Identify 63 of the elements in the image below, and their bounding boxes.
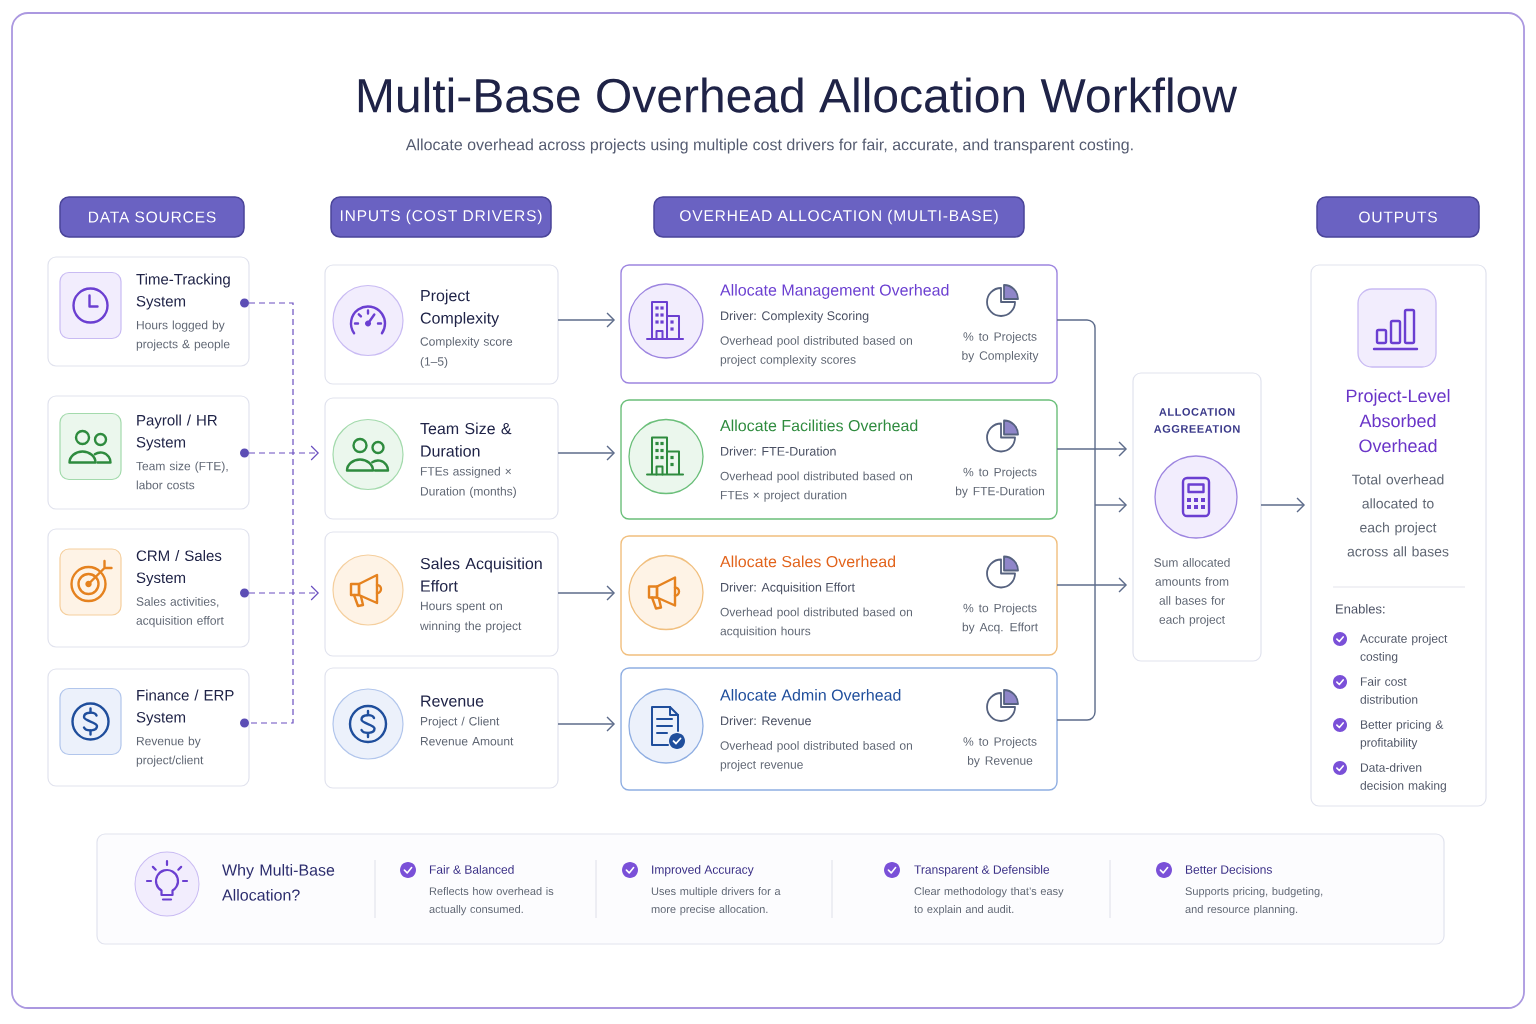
card-text: Complexity score (1–5) xyxy=(420,336,513,369)
section-header: OUTPUTS xyxy=(1316,196,1480,238)
benefit-text: Supports pricing, budgeting, and resource planning. xyxy=(1185,887,1323,916)
list-item: Better pricing & profitability xyxy=(1360,720,1444,750)
section-header: OVERHEAD ALLOCATION (MULTI-BASE) xyxy=(653,196,1025,238)
arrow xyxy=(1260,497,1306,513)
card-text: Project / Client Revenue Amount xyxy=(421,716,514,746)
card-text: Overhead pool distributed based on project complexity scores xyxy=(720,336,912,367)
arrow xyxy=(557,312,615,328)
card-text: Overhead pool distributed based on FTEs × project duration xyxy=(720,471,912,502)
benefit-title: Better Decisions xyxy=(1186,865,1272,874)
card-title: Finance / ERP System xyxy=(136,689,234,726)
benefit-text: Reflects how overhead is actually consumed. xyxy=(429,887,554,916)
benefit-text: Clear methodology that’s easy to explain and audit. xyxy=(914,887,1064,916)
card-text: Revenue by project/client xyxy=(136,736,204,767)
result-label: % to Projects by Revenue xyxy=(963,737,1037,768)
output-title: Project-Level Absorbed Overhead xyxy=(1346,389,1450,453)
subtitle: Allocate overhead across projects using multiple cost drivers for fair, accurate, and transparent costing. xyxy=(405,138,1133,154)
card-title: Payroll / HR System xyxy=(136,414,217,451)
section-header: DATA SOURCES xyxy=(59,196,245,238)
driver-label: Driver: Complexity Scoring xyxy=(721,311,869,323)
result-label: % to Projects by Acq. Effort xyxy=(962,603,1038,634)
card-text: FTEs assigned × Duration (months) xyxy=(421,466,516,498)
list-heading: Enables: xyxy=(1336,604,1385,614)
card-title: Allocate Sales Overhead xyxy=(720,555,896,568)
driver-label: Driver: FTE-Duration xyxy=(721,446,836,456)
card-text: Total overhead allocated to each project across all bases xyxy=(1347,474,1449,557)
section-header: INPUTS (COST DRIVERS) xyxy=(330,196,552,238)
benefit-title: Improved Accuracy xyxy=(652,865,754,877)
result-label: % to Projects by Complexity xyxy=(962,332,1039,363)
arrow xyxy=(1056,441,1128,457)
card-title: ALLOCATION AGGREEATION xyxy=(1154,408,1240,433)
list-item: Data-driven decision making xyxy=(1360,763,1446,793)
card-title: Project Complexity xyxy=(420,289,500,327)
card-text: Hours logged by projects & people xyxy=(136,320,230,351)
card-text: Sales activities, acquisition effort xyxy=(136,596,224,628)
panel-heading: Why Multi-Base Allocation? xyxy=(222,864,335,901)
card-text: Team size (FTE), labor costs xyxy=(136,461,228,490)
list-item: Accurate project costing xyxy=(1360,634,1448,664)
benefit-title: Transparent & Defensible xyxy=(914,865,1050,877)
card-title: Allocate Admin Overhead xyxy=(720,689,901,701)
arrow xyxy=(557,585,615,601)
card-text: Hours spent on winning the project xyxy=(420,601,522,633)
card-title: Allocate Management Overhead xyxy=(720,284,949,299)
arrow xyxy=(557,716,615,732)
card-title: Sales Acquisition Effort xyxy=(420,557,542,592)
card-title: Team Size & Duration xyxy=(420,422,512,457)
arrow xyxy=(557,445,615,461)
card-text: Overhead pool distributed based on project revenue xyxy=(720,741,912,772)
list-item: Fair cost distribution xyxy=(1360,677,1418,704)
driver-label: Driver: Acquisition Effort xyxy=(721,582,855,595)
driver-label: Driver: Revenue xyxy=(721,716,811,726)
arrow xyxy=(1056,577,1128,593)
card-title: CRM / Sales System xyxy=(136,550,222,586)
benefit-title: Fair & Balanced xyxy=(430,865,514,874)
card-title: Allocate Facilities Overhead xyxy=(720,419,918,432)
benefit-text: Uses multiple drivers for a more precise allocation. xyxy=(651,887,781,916)
card-title: Time-Tracking System xyxy=(136,273,230,310)
card-text: Sum allocated amounts from all bases for each project xyxy=(1154,558,1230,627)
card-text: Overhead pool distributed based on acquisition hours xyxy=(720,607,912,638)
diagram-title: Multi-Base Overhead Allocation Workflow xyxy=(358,77,1238,113)
result-label: % to Projects by FTE-Duration xyxy=(956,467,1045,498)
card-title: Revenue xyxy=(421,695,484,707)
